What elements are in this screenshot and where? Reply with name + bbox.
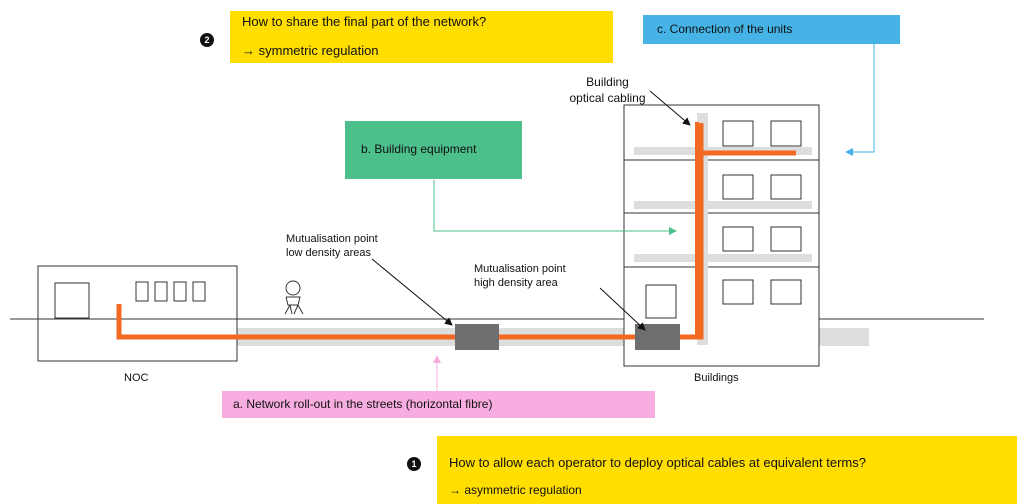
building-cabling-line2: optical cabling (569, 91, 646, 105)
mp-low-line2: low density areas (286, 247, 371, 259)
floor-slab (634, 254, 812, 262)
apartment-window (722, 279, 754, 305)
noc-window (173, 281, 187, 302)
mp-low-line1: Mutualisation point (286, 233, 378, 245)
arrow-building-cabling (649, 90, 691, 126)
apartment-window (770, 120, 802, 147)
question-1-badge: 1 (407, 457, 421, 471)
question-2-answer: → symmetric regulation (242, 43, 379, 58)
question-2-title: How to share the final part of the netwo… (242, 14, 487, 29)
mp-high-line2: high density area (474, 277, 558, 289)
arrow-connection-units (845, 44, 875, 156)
question-2-badge: 2 (200, 33, 214, 47)
question-1-box: How to allow each operator to deploy opt… (437, 436, 1017, 504)
apartment-window (770, 174, 802, 200)
buildings-label: Buildings (694, 372, 739, 384)
step-b-label: b. Building equipment (361, 142, 477, 156)
building-cabling-line1: Building (586, 75, 629, 89)
apartment-window (722, 174, 754, 200)
question-2-box: How to share the final part of the netwo… (230, 11, 613, 63)
noc-window (135, 281, 149, 302)
noc-label: NOC (124, 372, 149, 384)
arrow-mp-low (371, 258, 453, 326)
pedestrian-icon (284, 280, 304, 315)
step-a-label: a. Network roll-out in the streets (hori… (233, 397, 493, 411)
noc-door (54, 282, 90, 319)
question-1-answer: → asymmetric regulation (449, 483, 582, 497)
step-c-box: c. Connection of the units (643, 15, 900, 44)
building-cabling-label: Building optical cabling (555, 74, 660, 106)
question-1-title: How to allow each operator to deploy opt… (449, 455, 866, 470)
apartment-window (770, 279, 802, 305)
apartment-window (722, 120, 754, 147)
noc-window (154, 281, 168, 302)
mutualisation-point-high-density (635, 324, 680, 350)
mutualisation-point-low-density (455, 324, 499, 350)
step-a-box: a. Network roll-out in the streets (hori… (222, 391, 655, 418)
mp-high-line1: Mutualisation point (474, 263, 566, 275)
floor-slab (634, 201, 812, 209)
step-c-label: c. Connection of the units (657, 22, 793, 36)
noc-window (192, 281, 206, 302)
apartment-window (770, 226, 802, 252)
apartment-door (645, 284, 677, 319)
mp-high-label: Mutualisation point high density area (474, 262, 566, 290)
arrow-mp-high (599, 287, 646, 331)
apartment-window (722, 226, 754, 252)
mp-low-label: Mutualisation point low density areas (286, 232, 378, 260)
arrow-building-equipment (433, 180, 677, 235)
step-b-box: b. Building equipment (345, 121, 522, 179)
